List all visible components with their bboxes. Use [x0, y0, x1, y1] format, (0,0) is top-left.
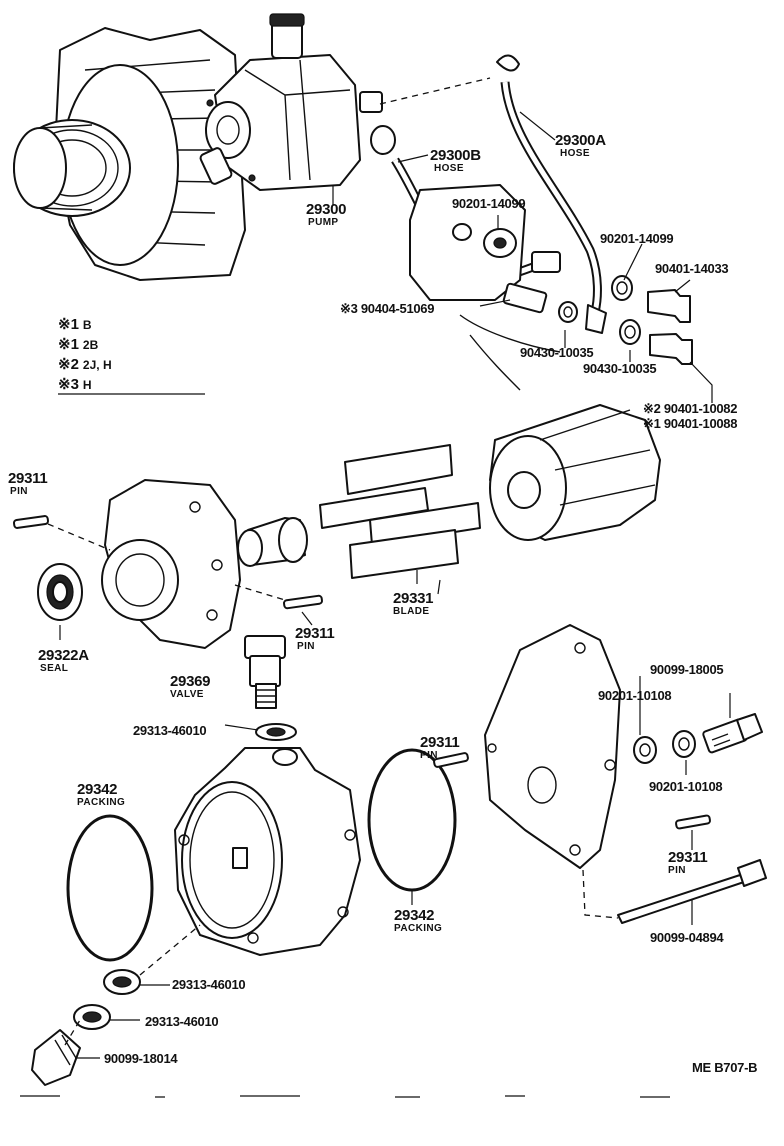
label-pin-left-pn: 29311	[8, 470, 47, 487]
label-90401-14033: 90401-14033	[655, 261, 728, 276]
label-valve-name: VALVE	[170, 689, 204, 700]
bolt-90099-04894	[582, 859, 767, 924]
label-29300a-pn: 29300A	[555, 132, 606, 149]
pump-outlet-housing	[409, 184, 561, 391]
valve-29369	[244, 635, 297, 741]
packing-29342-center	[367, 748, 457, 892]
svg-text:※22J, H: ※2 2J, H	[58, 356, 112, 373]
bolt-and-gasket-set-upper	[379, 77, 693, 365]
label-pin-lower-name: PIN	[668, 865, 686, 876]
ref-code: ME B707-B	[692, 1060, 757, 1075]
legend-text-4: H	[83, 378, 92, 392]
label-packing-left-pn: 29342	[77, 781, 117, 798]
label-29313-46010-mid: 29313-46010	[172, 977, 245, 992]
seal-29322a	[37, 563, 83, 621]
label-packing-center-pn: 29342	[394, 907, 434, 924]
label-valve-pn: 29369	[170, 673, 210, 690]
legend-mark-4: ※3	[58, 376, 79, 393]
lower-gaskets-and-plug	[31, 924, 201, 1086]
alternator	[13, 27, 246, 281]
label-90404-51069: ※3 90404-51069	[340, 301, 434, 316]
label-blade-name: BLADE	[393, 606, 429, 617]
plug-90099-18005	[702, 713, 763, 754]
legend-text-2: 2B	[83, 338, 99, 352]
label-29313-46010-low: 29313-46010	[145, 1014, 218, 1029]
legend-text-1: B	[83, 318, 92, 332]
packing-29342-left	[66, 814, 154, 962]
label-90430-10035-b: 90430-10035	[583, 361, 656, 376]
scan-artifacts	[20, 1095, 670, 1098]
blade-set	[319, 444, 481, 579]
label-90401-10088: ※1 90401-10088	[643, 416, 737, 431]
rotor-shaft-bushing	[237, 517, 308, 567]
label-90201-14099-a: 90201-14099	[452, 196, 525, 211]
legend-mark-1: ※1	[58, 316, 79, 333]
label-90099-04894: 90099-04894	[650, 930, 724, 945]
label-90201-10108-b: 90201-10108	[649, 779, 722, 794]
label-pin-center-pn: 29311	[295, 625, 334, 642]
label-29300-name: PUMP	[308, 217, 339, 228]
rear-cover	[484, 624, 621, 869]
legend-mark-3: ※2	[58, 356, 79, 373]
label-pin-center-name: PIN	[297, 641, 315, 652]
label-blade-pn: 29331	[393, 590, 433, 607]
label-90201-14099-b: 90201-14099	[600, 231, 673, 246]
label-90401-10082: ※2 90401-10082	[643, 401, 737, 416]
label-seal-name: SEAL	[40, 663, 68, 674]
rotor	[489, 404, 661, 541]
label-pin-left-name: PIN	[10, 486, 28, 497]
label-29300b-name: HOSE	[434, 163, 464, 174]
label-29300a-name: HOSE	[560, 148, 590, 159]
legend-mark-2: ※1	[58, 336, 79, 353]
label-90099-18005: 90099-18005	[650, 662, 723, 677]
vacuum-pump-assembly	[199, 13, 383, 191]
pin-29311-right	[433, 752, 711, 830]
label-29300-pn: 29300	[306, 201, 346, 218]
label-packing-left-name: PACKING	[77, 797, 125, 808]
legend: ※1 B ※1 2B ※2 2J, H ※3 H	[58, 316, 112, 393]
svg-text:※12B: ※1 2B	[58, 336, 99, 353]
label-pin-right-pn: 29311	[420, 734, 459, 751]
label-90201-10108-a: 90201-10108	[598, 688, 671, 703]
label-packing-center-name: PACKING	[394, 923, 442, 934]
front-cover	[101, 479, 241, 649]
pump-housing	[174, 747, 361, 956]
legend-text-3: 2J, H	[83, 358, 112, 372]
label-90430-10035-a: 90430-10035	[520, 345, 593, 360]
leader-lines	[58, 111, 731, 1059]
svg-text:※1B: ※1 B	[58, 316, 92, 333]
washers-90201-10108	[633, 730, 696, 764]
pins-middle	[12, 515, 323, 610]
label-pin-right-name: PIN	[420, 750, 438, 761]
label-pin-lower-pn: 29311	[668, 849, 707, 866]
label-29300b-pn: 29300B	[430, 147, 481, 164]
labels: 29300A HOSE 29300B HOSE 29300 PUMP 90201…	[8, 132, 758, 1075]
label-90099-18014: 90099-18014	[104, 1051, 178, 1066]
label-29313-46010-top: 29313-46010	[133, 723, 206, 738]
svg-text:※3H: ※3 H	[58, 376, 92, 393]
hose-29300a	[496, 54, 607, 334]
label-seal-pn: 29322A	[38, 647, 89, 664]
